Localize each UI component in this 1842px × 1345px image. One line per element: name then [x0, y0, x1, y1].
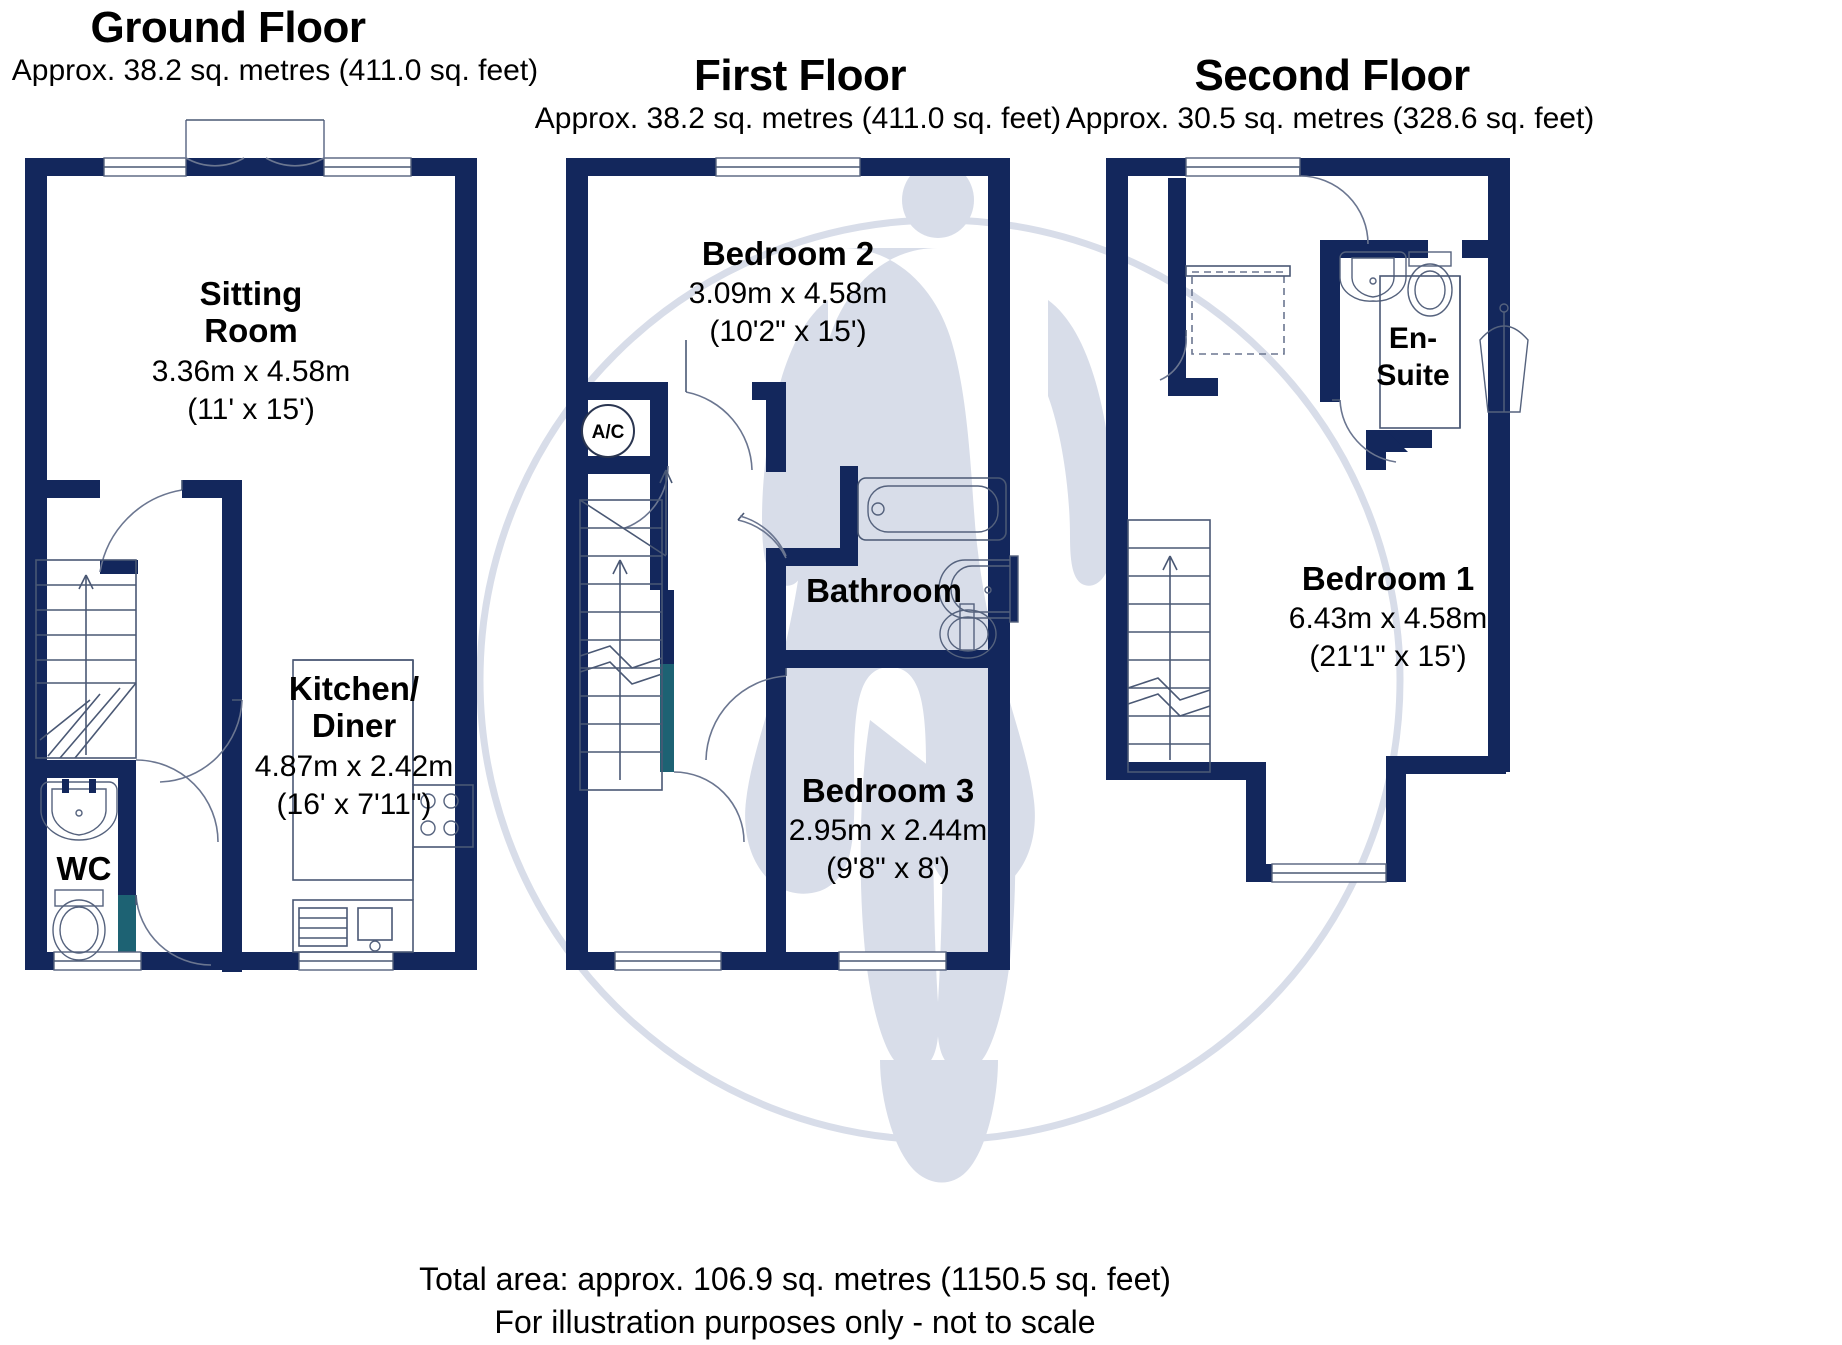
room-dim-sitting-room-metric: 3.36m x 4.58m: [152, 355, 350, 388]
footer: Total area: approx. 106.9 sq. metres (11…: [419, 1261, 1171, 1340]
room-label-sitting-room-line1: Sitting: [200, 275, 303, 312]
room-dim-bedroom-3-imperial: (9'8" x 8'): [826, 852, 950, 885]
first-floor-title: First Floor: [694, 51, 906, 100]
first-floor-bathroom-fixtures: [857, 477, 1019, 659]
ground-floor-staircase: [35, 559, 137, 759]
first-floor-staircase: [579, 469, 673, 791]
ac-label: A/C: [592, 422, 625, 443]
room-label-kitchen-diner-line1: Kitchen/: [289, 670, 419, 707]
second-floor-doors: [1159, 168, 1408, 463]
room-label-bedroom-1: Bedroom 1: [1302, 560, 1474, 597]
footer-total-area: Total area: approx. 106.9 sq. metres (11…: [419, 1261, 1171, 1297]
room-label-en-suite-line1: En-: [1389, 322, 1437, 355]
first-floor-ac-marker: A/C: [581, 404, 635, 458]
ground-floor-wc-fixtures: [40, 779, 118, 961]
second-floor-ensuite-fixtures: [1339, 251, 1529, 429]
first-floor-room-labels: Bedroom 2 3.09m x 4.58m (10'2" x 15') Ba…: [689, 235, 987, 885]
floor-first: First Floor Approx. 38.2 sq. metres (411…: [535, 51, 1061, 971]
room-dim-bedroom-1-metric: 6.43m x 4.58m: [1289, 602, 1487, 635]
room-label-wc: WC: [57, 850, 112, 887]
second-floor-room-labels: En- Suite Bedroom 1 6.43m x 4.58m (21'1"…: [1289, 322, 1487, 673]
floor-ground: Ground Floor Approx. 38.2 sq. metres (41…: [12, 3, 538, 972]
first-floor-windows: [614, 157, 947, 971]
room-label-sitting-room-line2: Room: [204, 312, 298, 349]
ground-floor-room-labels: Sitting Room 3.36m x 4.58m (11' x 15') K…: [57, 275, 454, 887]
second-floor-cupboard: [1185, 265, 1291, 355]
room-dim-kitchen-diner-imperial: (16' x 7'11"): [277, 788, 432, 821]
watermark-graphic: [476, 162, 1404, 1183]
ground-floor-area: Approx. 38.2 sq. metres (411.0 sq. feet): [12, 54, 538, 87]
ground-floor-internal-doors: [99, 480, 243, 966]
second-floor-windows: [1185, 157, 1387, 883]
room-label-kitchen-diner-line2: Diner: [312, 707, 397, 744]
ground-floor-entrance-doors: [185, 119, 325, 167]
first-floor-walls: [566, 158, 1010, 970]
room-dim-kitchen-diner-metric: 4.87m x 2.42m: [255, 750, 453, 783]
first-floor-area: Approx. 38.2 sq. metres (411.0 sq. feet): [535, 102, 1061, 135]
room-dim-bedroom-3-metric: 2.95m x 2.44m: [789, 814, 987, 847]
ground-floor-kitchen-units: [292, 659, 474, 953]
ground-floor-title: Ground Floor: [90, 3, 365, 52]
second-floor-title: Second Floor: [1194, 51, 1470, 100]
room-label-bedroom-3: Bedroom 3: [802, 772, 974, 809]
room-label-bedroom-2: Bedroom 2: [702, 235, 874, 272]
second-floor-area: Approx. 30.5 sq. metres (328.6 sq. feet): [1066, 102, 1595, 135]
first-floor-doors: [624, 340, 787, 843]
room-dim-bedroom-2-metric: 3.09m x 4.58m: [689, 277, 887, 310]
floor-second: Second Floor Approx. 30.5 sq. metres (32…: [1066, 51, 1595, 883]
ground-floor-windows: [53, 157, 412, 971]
second-floor-staircase: [1127, 519, 1211, 773]
room-dim-bedroom-1-imperial: (21'1" x 15'): [1309, 640, 1466, 673]
room-dim-sitting-room-imperial: (11' x 15'): [187, 393, 315, 426]
room-label-en-suite-line2: Suite: [1376, 359, 1449, 392]
room-label-bathroom: Bathroom: [806, 572, 962, 609]
footer-disclaimer: For illustration purposes only - not to …: [494, 1304, 1095, 1340]
room-dim-bedroom-2-imperial: (10'2" x 15'): [709, 315, 866, 348]
